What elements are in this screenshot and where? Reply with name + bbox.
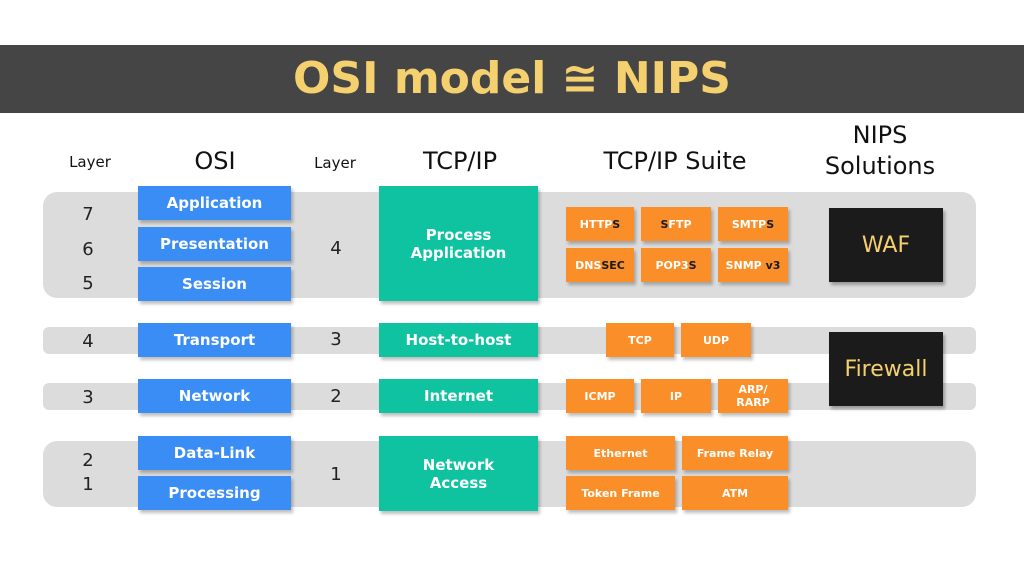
osi-layer-number: 7 — [82, 204, 94, 225]
osi-presentation-box: Presentation — [138, 227, 291, 261]
nips-solutions-header-line1: NIPS — [852, 121, 908, 149]
title-banner — [0, 45, 1024, 113]
osi-processing-box: Processing — [138, 476, 291, 510]
tcpip-box-line1: Network — [422, 455, 495, 474]
protocol-ethernet: Ethernet — [566, 436, 675, 470]
osi-session-box: Session — [138, 267, 291, 301]
tcpip-host-to-host-box: Host-to-host — [379, 323, 538, 357]
osi-layer-number: 2 — [82, 450, 94, 471]
osi-layer-number: 1 — [82, 474, 94, 495]
protocol-text: RARP — [736, 396, 770, 409]
tcpip-network-access-box: Network Access — [379, 436, 538, 511]
tcpip-layer-number: 1 — [330, 464, 342, 485]
protocol-text-accent: S — [612, 217, 621, 231]
tcpip-suite-header: TCP/IP Suite — [603, 147, 747, 175]
protocol-atm: ATM — [682, 476, 788, 510]
tcpip-layer-number: 4 — [330, 238, 342, 259]
protocol-text-accent: S — [688, 258, 697, 272]
protocol-tcp: TCP — [606, 323, 674, 357]
tcpip-internet-box: Internet — [379, 379, 538, 413]
tcpip-box-line1: Process — [425, 225, 492, 244]
protocol-arp-rarp: ARP/ RARP — [718, 379, 788, 413]
page-title: OSI model ≅ NIPS — [293, 53, 731, 104]
protocol-text-accent: S — [660, 217, 669, 231]
solution-waf: WAF — [829, 208, 943, 282]
protocol-text: SMTP — [731, 217, 767, 231]
solution-firewall: Firewall — [829, 332, 943, 406]
nips-solutions-header-line2: Solutions — [824, 152, 936, 180]
protocol-text-accent: SEC — [601, 258, 625, 272]
tcpip-process-application-box: Process Application — [379, 186, 538, 301]
protocol-snmpv3: SNMP v3 — [718, 248, 788, 282]
tcpip-layer-number: 2 — [330, 386, 342, 407]
protocol-text: ARP/ — [738, 383, 768, 396]
protocol-text: SNMP — [725, 258, 762, 272]
protocol-token-frame: Token Frame — [566, 476, 675, 510]
tcpip-box-line2: Application — [410, 243, 507, 262]
protocol-ip: IP — [641, 379, 711, 413]
osi-application-box: Application — [138, 186, 291, 220]
protocol-text-accent: S — [766, 217, 775, 231]
protocol-text: DNS — [575, 258, 602, 272]
osi-transport-box: Transport — [138, 323, 291, 357]
layer-header-left: Layer — [69, 153, 111, 171]
osi-layer-number: 6 — [82, 239, 94, 260]
protocol-frame-relay: Frame Relay — [682, 436, 788, 470]
protocol-icmp: ICMP — [566, 379, 634, 413]
osi-network-box: Network — [138, 379, 291, 413]
osi-header: OSI — [194, 147, 236, 175]
tcpip-box-line2: Access — [429, 473, 488, 492]
protocol-text: FTP — [668, 217, 692, 231]
tcpip-layer-number: 3 — [330, 329, 342, 350]
osi-layer-number: 3 — [82, 387, 94, 408]
tcpip-header: TCP/IP — [422, 147, 498, 175]
osi-layer-number: 4 — [82, 331, 94, 352]
layer-header-mid: Layer — [314, 154, 356, 172]
protocol-text: POP3 — [655, 258, 689, 272]
protocol-text: HTTP — [579, 217, 613, 231]
osi-data-link-box: Data-Link — [138, 436, 291, 470]
protocol-udp: UDP — [681, 323, 751, 357]
osi-layer-number: 5 — [82, 273, 94, 294]
protocol-text-accent: v3 — [765, 258, 781, 272]
